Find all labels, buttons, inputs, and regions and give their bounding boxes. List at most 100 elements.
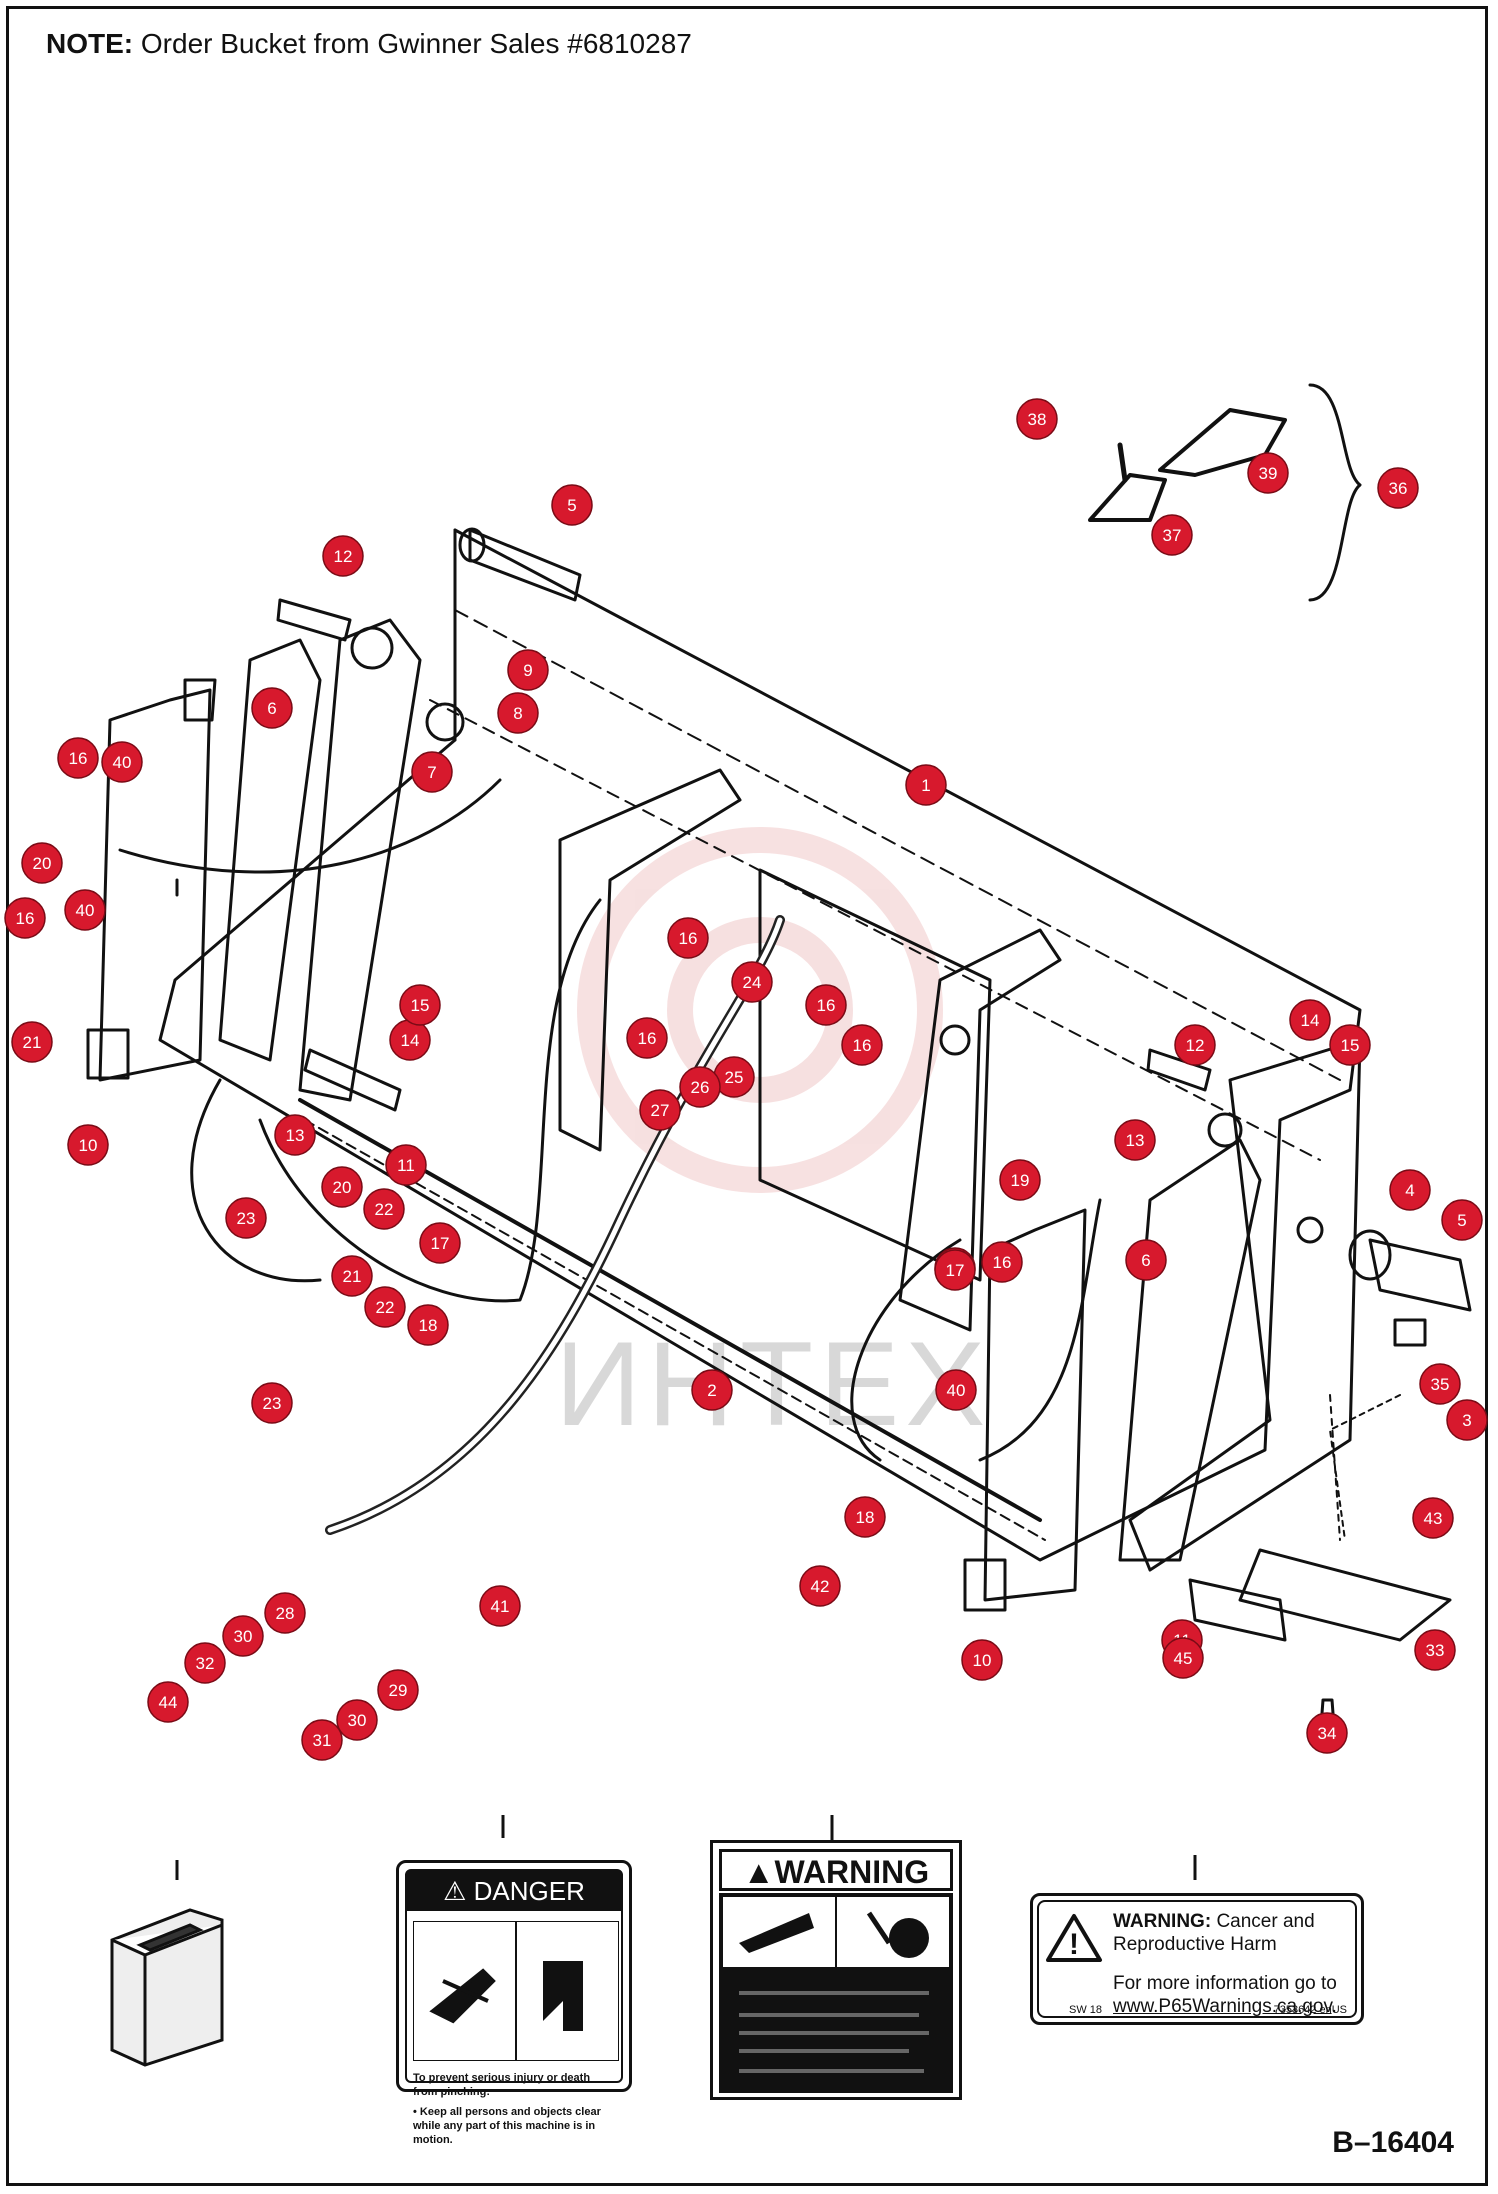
callout-label: 5 — [1457, 1211, 1466, 1230]
callout-label: 18 — [856, 1508, 875, 1527]
callout-16: 16 — [805, 984, 847, 1026]
callout-label: 34 — [1318, 1724, 1337, 1743]
callout-circle — [274, 1114, 316, 1156]
callout-45: 45 — [1162, 1637, 1204, 1679]
warning-heading: ▲WARNING — [719, 1849, 953, 1891]
callout-14: 14 — [1289, 999, 1331, 1041]
callout-circle — [1114, 1119, 1156, 1161]
callout-label: 7 — [427, 763, 436, 782]
callout-label: 16 — [16, 909, 35, 928]
callout-circle — [805, 984, 847, 1026]
callout-13: 13 — [1114, 1119, 1156, 1161]
callout-label: 3 — [1462, 1411, 1471, 1430]
callout-label: 4 — [1405, 1181, 1414, 1200]
callout-32: 32 — [184, 1642, 226, 1684]
callout-label: 39 — [1259, 464, 1278, 483]
callout-circle — [322, 535, 364, 577]
callout-4: 4 — [1389, 1169, 1431, 1211]
p65-title: WARNING: Cancer and Reproductive Harm — [1113, 1910, 1361, 1956]
callout-circle — [551, 484, 593, 526]
callout-circle — [399, 984, 441, 1026]
callout-circle — [101, 741, 143, 783]
callout-circle — [691, 1369, 733, 1411]
callout-13: 13 — [274, 1114, 316, 1156]
callout-5: 5 — [1441, 1199, 1483, 1241]
callout-39: 39 — [1247, 452, 1289, 494]
p65-code-right: 7353642 enUS — [1273, 2004, 1347, 2016]
callout-label: 33 — [1426, 1641, 1445, 1660]
callout-27: 27 — [639, 1089, 681, 1131]
callout-circle — [1125, 1239, 1167, 1281]
callout-label: 31 — [313, 1731, 332, 1750]
callout-label: 20 — [333, 1178, 352, 1197]
callout-label: 20 — [33, 854, 52, 873]
callout-label: 10 — [973, 1651, 992, 1670]
fluid-pictogram — [719, 1893, 953, 2093]
p65-info: For more information go to www.P65Warnin… — [1113, 1972, 1337, 2018]
callout-circle — [363, 1188, 405, 1230]
callout-label: 37 — [1163, 526, 1182, 545]
callout-label: 14 — [401, 1031, 420, 1050]
callout-circle — [905, 764, 947, 806]
callout-circle — [1412, 1497, 1454, 1539]
callout-26: 26 — [679, 1066, 721, 1108]
callout-2: 2 — [691, 1369, 733, 1411]
callout-25: 25 — [713, 1056, 755, 1098]
callout-15: 15 — [1329, 1024, 1371, 1066]
callout-label: 21 — [23, 1033, 42, 1052]
callout-label: 36 — [1389, 479, 1408, 498]
callout-circle — [1329, 1024, 1371, 1066]
p65-decal: ! WARNING: Cancer and Reproductive Harm … — [1030, 1893, 1364, 2025]
callout-17: 17 — [934, 1249, 976, 1291]
danger-decal: ⚠ DANGER To prevent serious injury or de… — [396, 1860, 632, 2146]
callout-30: 30 — [222, 1615, 264, 1657]
callout-circle — [935, 1369, 977, 1411]
callout-circle — [1441, 1199, 1483, 1241]
decal-box-44 — [110, 1908, 224, 2067]
figure-id: B–16404 — [1332, 2126, 1454, 2159]
callout-circle — [841, 1024, 883, 1066]
warning-triangle-icon: ! — [1046, 1914, 1102, 1962]
callout-label: 6 — [267, 699, 276, 718]
callout-label: 11 — [397, 1156, 415, 1175]
callout-22: 22 — [364, 1286, 406, 1328]
callout-16: 16 — [841, 1024, 883, 1066]
callout-35: 35 — [1419, 1363, 1461, 1405]
p65-title-bold: WARNING: — [1113, 1911, 1212, 1932]
callout-label: 10 — [79, 1136, 98, 1155]
callout-label: 16 — [638, 1029, 657, 1048]
warning-decal: ▲WARNING — [710, 1840, 962, 2100]
callout-18: 18 — [407, 1304, 449, 1346]
callout-12: 12 — [1174, 1024, 1216, 1066]
callout-44: 44 — [147, 1681, 189, 1723]
p65-decal-border — [1037, 1900, 1357, 2018]
callout-label: 38 — [1028, 410, 1047, 429]
callout-label: 5 — [567, 496, 576, 515]
callout-12: 12 — [322, 535, 364, 577]
p65-code-left: SW 18 — [1069, 2004, 1103, 2016]
callout-circle — [1151, 514, 1193, 556]
callout-label: 21 — [343, 1267, 362, 1286]
callout-6: 6 — [251, 687, 293, 729]
callout-label: 40 — [113, 753, 132, 772]
callout-label: 30 — [234, 1627, 253, 1646]
callout-40: 40 — [64, 889, 106, 931]
callout-circle — [667, 917, 709, 959]
callout-21: 21 — [331, 1255, 373, 1297]
callout-circle — [407, 1304, 449, 1346]
callout-21: 21 — [11, 1021, 53, 1063]
callout-circle — [57, 737, 99, 779]
callout-24: 24 — [731, 961, 773, 1003]
callout-20: 20 — [321, 1166, 363, 1208]
callout-circle — [264, 1592, 306, 1634]
note-line: NOTE: Order Bucket from Gwinner Sales #6… — [46, 28, 692, 60]
callout-circle — [731, 961, 773, 1003]
callout-31: 31 — [301, 1719, 343, 1761]
callout-14: 14 — [389, 1019, 431, 1061]
callout-circle — [67, 1124, 109, 1166]
callout-label: 16 — [853, 1036, 872, 1055]
callout-circle — [1174, 1024, 1216, 1066]
callout-6: 6 — [1125, 1239, 1167, 1281]
callout-circle — [11, 1021, 53, 1063]
